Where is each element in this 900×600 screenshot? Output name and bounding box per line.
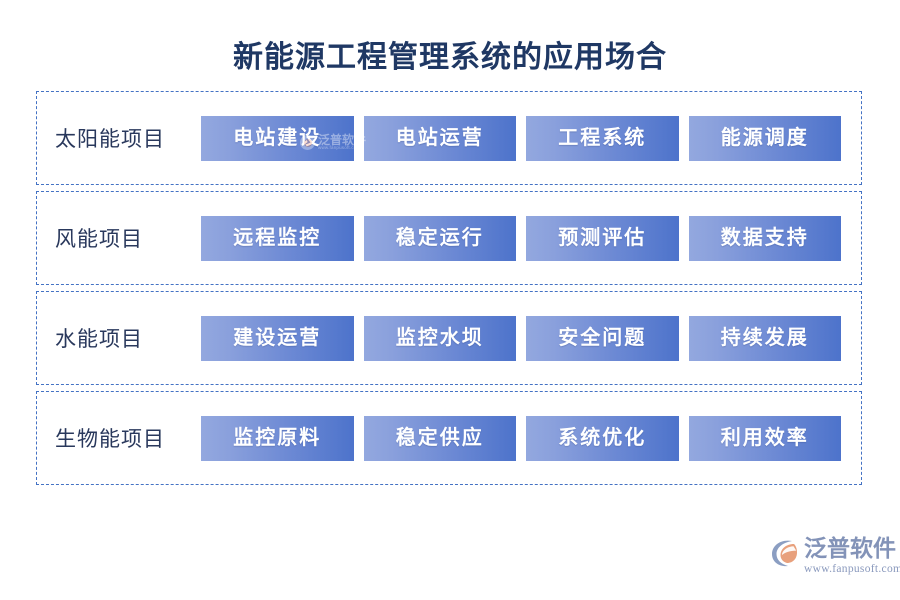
category-label-biomass: 生物能项目 [55,427,165,451]
chip-hydro-4[interactable]: 持续发展 [688,315,841,361]
category-label-solar: 太阳能项目 [55,127,165,151]
chip-group-hydro: 建设运营 监控水坝 安全问题 持续发展 [201,315,861,361]
chip-solar-1[interactable]: 电站建设 [201,115,354,161]
chip-wind-3[interactable]: 预测评估 [526,215,679,261]
chip-group-biomass: 监控原料 稳定供应 系统优化 利用效率 [201,415,861,461]
chip-group-wind: 远程监控 稳定运行 预测评估 数据支持 [201,215,861,261]
chip-solar-2[interactable]: 电站运营 [363,115,516,161]
page-title: 新能源工程管理系统的应用场合 [233,41,667,74]
fanpu-logo-icon [770,538,802,568]
category-row-wind: 风能项目 远程监控 稳定运行 预测评估 数据支持 [36,191,862,285]
chip-hydro-3[interactable]: 安全问题 [526,315,679,361]
chip-hydro-2[interactable]: 监控水坝 [363,315,516,361]
chip-biomass-3[interactable]: 系统优化 [526,415,679,461]
category-rows-container: 太阳能项目 电站建设 电站运营 工程系统 能源调度 风能项目 远程监控 稳定运行… [36,91,862,485]
chip-wind-2[interactable]: 稳定运行 [363,215,516,261]
category-label-hydro: 水能项目 [55,327,143,351]
chip-wind-4[interactable]: 数据支持 [688,215,841,261]
chip-biomass-2[interactable]: 稳定供应 [363,415,516,461]
category-row-biomass: 生物能项目 监控原料 稳定供应 系统优化 利用效率 [36,391,862,485]
chip-wind-1[interactable]: 远程监控 [201,215,354,261]
brand-url: www.fanpusoft.com [804,563,900,575]
chip-biomass-4[interactable]: 利用效率 [688,415,841,461]
brand-name: 泛普软件 [804,535,896,561]
chip-hydro-1[interactable]: 建设运营 [201,315,354,361]
category-row-hydro: 水能项目 建设运营 监控水坝 安全问题 持续发展 [36,291,862,385]
chip-solar-4[interactable]: 能源调度 [688,115,841,161]
category-label-wind: 风能项目 [55,227,143,251]
category-row-solar: 太阳能项目 电站建设 电站运营 工程系统 能源调度 [36,91,862,185]
chip-solar-3[interactable]: 工程系统 [526,115,679,161]
chip-biomass-1[interactable]: 监控原料 [201,415,354,461]
brand-text-block: 泛普软件 www.fanpusoft.com [804,536,900,576]
chip-group-solar: 电站建设 电站运营 工程系统 能源调度 [201,115,861,161]
brand-logo: 泛普软件 www.fanpusoft.com [770,536,900,582]
